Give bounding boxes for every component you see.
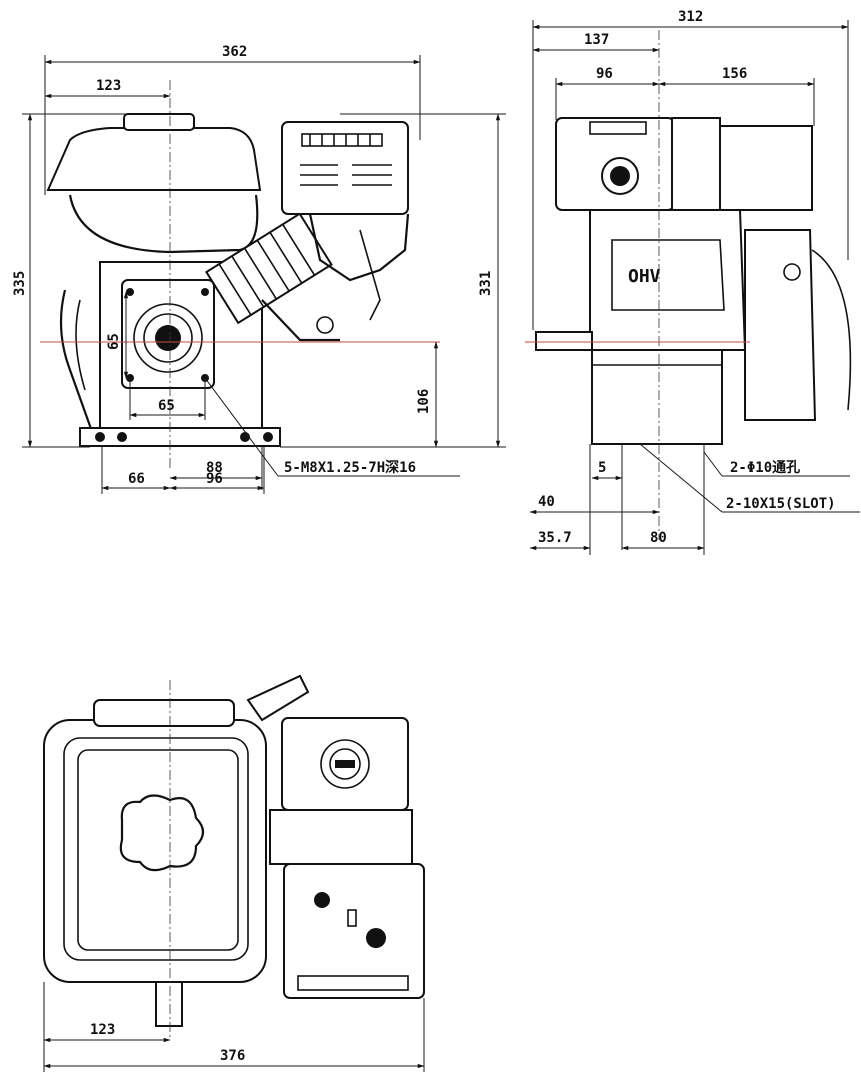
dim-side-35-7: 35.7: [538, 530, 572, 546]
dim-top-123: 123: [90, 1022, 115, 1038]
dim-side-156: 156: [722, 66, 747, 82]
dim-bolt-vertical: 65: [106, 333, 122, 350]
callout-through-holes: 2-Φ10通孔: [730, 460, 800, 476]
dim-side-80: 80: [650, 530, 667, 546]
callout-mount-bolts: 5-M8X1.25-7H深16: [284, 459, 416, 476]
top-view: 123 376: [43, 674, 425, 1072]
dim-front-height-left: 335: [12, 271, 28, 296]
dim-shaft-height: 106: [416, 389, 432, 414]
front-view: 362 123 335 331 106 65 65 88 6: [12, 44, 506, 494]
dim-front-height-right: 331: [478, 271, 494, 296]
dim-base-96: 96: [206, 471, 223, 487]
dim-front-width: 362: [222, 44, 247, 60]
label-ohv: OHV: [628, 266, 661, 287]
dim-side-137: 137: [584, 32, 609, 48]
dim-side-5: 5: [598, 460, 606, 476]
dim-side-96: 96: [596, 66, 613, 82]
dim-top-376: 376: [220, 1048, 245, 1064]
dim-side-total: 312: [678, 9, 703, 25]
callout-slots: 2-10X15(SLOT): [726, 496, 836, 512]
dim-base-66: 66: [128, 471, 145, 487]
dim-bolt-horizontal: 65: [158, 398, 175, 414]
side-view: OHV 312 137 96 156 5 40: [525, 9, 860, 555]
dim-base-88: 88: [206, 460, 223, 476]
dim-front-left-offset: 123: [96, 78, 121, 94]
dim-side-40: 40: [538, 494, 555, 510]
